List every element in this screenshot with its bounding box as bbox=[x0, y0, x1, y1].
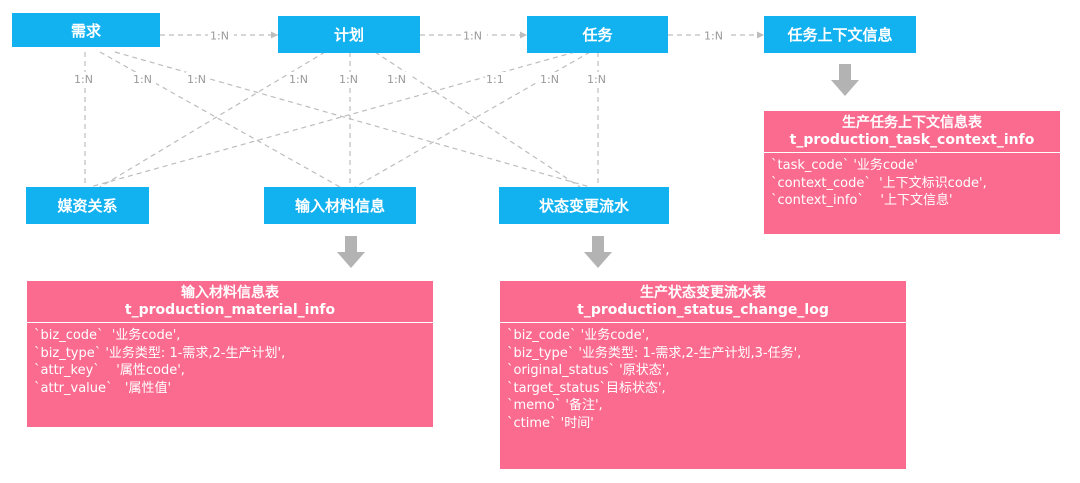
table-field: `attr_key` '属性code', bbox=[34, 363, 185, 378]
table-title-en: t_production_status_change_log bbox=[577, 302, 829, 318]
node-task: 任务 bbox=[527, 16, 668, 53]
arrowhead-plan bbox=[271, 31, 278, 39]
table-header: 输入材料信息表 t_production_material_info bbox=[27, 281, 433, 323]
node-status-change-label: 状态变更流水 bbox=[538, 197, 629, 215]
node-demand: 需求 bbox=[12, 13, 160, 47]
table-header: 生产状态变更流水表 t_production_status_change_log bbox=[500, 281, 906, 323]
arrow-down-icon bbox=[831, 64, 859, 96]
label-plan-task: 1:N bbox=[463, 30, 482, 43]
arrow-down-icon bbox=[584, 236, 612, 268]
node-input-material: 输入材料信息 bbox=[264, 187, 416, 224]
table-title-cn: 生产任务上下文信息表 bbox=[842, 115, 982, 131]
table-field: `target_status`目标状态', bbox=[507, 380, 666, 396]
table-status-log: 生产状态变更流水表 t_production_status_change_log… bbox=[500, 281, 906, 469]
node-task-context: 任务上下文信息 bbox=[764, 16, 916, 53]
arrowhead-task bbox=[520, 31, 527, 39]
label-demand-media: 1:N bbox=[74, 73, 93, 86]
table-title-cn: 生产状态变更流水表 bbox=[640, 285, 766, 301]
table-task-context: 生产任务上下文信息表 t_production_task_context_inf… bbox=[764, 111, 1060, 234]
label-demand-material: 1:N bbox=[133, 73, 152, 86]
edge-plan-media bbox=[99, 51, 326, 188]
table-material: 输入材料信息表 t_production_material_info `biz_… bbox=[27, 281, 433, 427]
label-plan-material: 1:N bbox=[339, 73, 358, 86]
table-field: `attr_value` '属性值' bbox=[34, 380, 172, 396]
table-field: `memo` '备注', bbox=[507, 398, 603, 413]
node-plan-label: 计划 bbox=[333, 26, 364, 44]
table-field: `original_status` '原状态', bbox=[507, 363, 670, 378]
label-demand-status: 1:N bbox=[187, 73, 206, 86]
label-task-material: 1:N bbox=[540, 73, 559, 86]
node-media-relation-label: 媒资关系 bbox=[57, 197, 118, 215]
label-demand-plan: 1:N bbox=[210, 30, 229, 43]
node-status-change: 状态变更流水 bbox=[499, 187, 669, 224]
table-field: `context_code` '上下文标识code', bbox=[771, 175, 987, 191]
label-task-media: 1:1 bbox=[486, 73, 504, 86]
table-field: `ctime` '时间' bbox=[507, 415, 594, 431]
label-task-status: 1:N bbox=[587, 73, 606, 86]
table-field: `task_code` '业务code' bbox=[771, 158, 918, 173]
table-field: `biz_type` '业务类型: 1-需求,2-生产计划,3-任务', bbox=[507, 345, 802, 361]
node-plan: 计划 bbox=[278, 16, 420, 53]
node-media-relation: 媒资关系 bbox=[26, 187, 149, 224]
label-plan-status: 1:N bbox=[387, 73, 406, 86]
table-title-en: t_production_material_info bbox=[124, 302, 336, 318]
arrowhead-context bbox=[757, 31, 764, 39]
table-header: 生产任务上下文信息表 t_production_task_context_inf… bbox=[764, 111, 1060, 153]
label-plan-media: 1:N bbox=[289, 73, 308, 86]
node-task-context-label: 任务上下文信息 bbox=[787, 26, 893, 44]
node-task-label: 任务 bbox=[582, 26, 613, 44]
node-input-material-label: 输入材料信息 bbox=[294, 197, 385, 215]
table-field: `context_info` '上下文信息' bbox=[771, 193, 953, 208]
table-field: `biz_type` '业务类型: 1-需求,2-生产计划', bbox=[34, 345, 286, 361]
table-field: `biz_code` '业务code', bbox=[34, 328, 181, 343]
table-fields: `biz_code` '业务code', `biz_type` '业务类型: 1… bbox=[27, 323, 433, 401]
arrow-down-icon bbox=[337, 236, 365, 268]
table-title-cn: 输入材料信息表 bbox=[181, 285, 279, 301]
table-title-en: t_production_task_context_info bbox=[789, 132, 1035, 148]
node-demand-label: 需求 bbox=[70, 21, 101, 40]
table-fields: `task_code` '业务code' `context_code` '上下文… bbox=[764, 153, 1060, 214]
label-task-context: 1:N bbox=[704, 30, 723, 43]
table-fields: `biz_code` '业务code', `biz_type` '业务类型: 1… bbox=[500, 323, 906, 436]
table-field: `biz_code` '业务code', bbox=[507, 328, 650, 343]
